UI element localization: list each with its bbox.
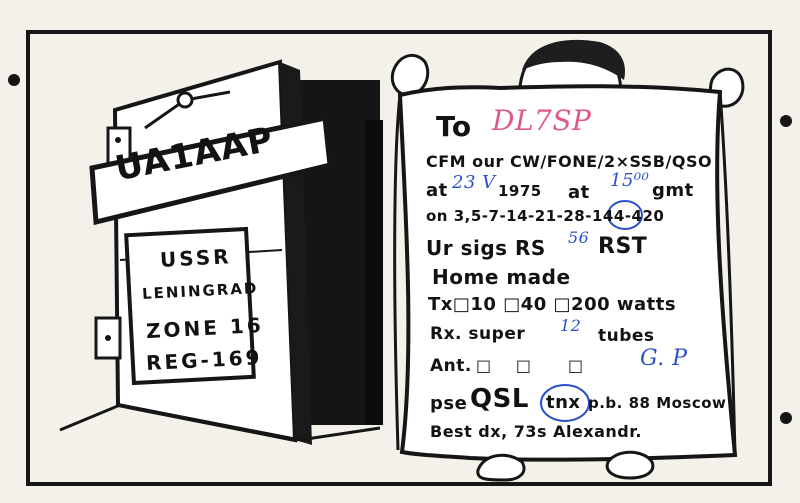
border-hole-right-bottom bbox=[780, 412, 792, 424]
left-foot bbox=[476, 453, 526, 482]
band-circle bbox=[607, 200, 643, 230]
tnx-label: tnx bbox=[546, 392, 581, 413]
to-label: To bbox=[436, 110, 472, 143]
ant-value: G. P bbox=[640, 346, 688, 371]
door-sign-country: USSR bbox=[159, 244, 233, 272]
callsign-board bbox=[89, 114, 333, 226]
rx-tubes: tubes bbox=[598, 326, 655, 346]
confirm-line: CFM our CW/FONE/2×SSB/QSO bbox=[426, 152, 713, 171]
home-made-label: Home made bbox=[432, 265, 571, 289]
year-value: 1975 bbox=[498, 182, 542, 200]
tnx-circle bbox=[540, 384, 590, 422]
rst-label: RST bbox=[598, 234, 648, 259]
via-address: p.b. 88 Moscow bbox=[588, 394, 727, 412]
date-value: 23 V bbox=[452, 172, 496, 193]
border-hole-right-top bbox=[780, 115, 792, 127]
time-value: 15⁰⁰ bbox=[610, 170, 650, 191]
best-regards: Best dx, 73s Alexandr. bbox=[430, 422, 642, 441]
border-hole-left bbox=[8, 74, 20, 86]
sigs-label: Ur sigs RS bbox=[426, 236, 546, 260]
qsl-label: QSL bbox=[470, 384, 529, 414]
ant-label: Ant. bbox=[430, 356, 472, 376]
bands-line: on 3,5-7-14-21-28-144-420 bbox=[426, 207, 665, 225]
at-date-label: at bbox=[426, 180, 448, 201]
gmt-label: gmt bbox=[652, 180, 694, 201]
right-foot bbox=[605, 450, 655, 480]
door-plate bbox=[124, 226, 256, 386]
ant-checkboxes: □ □ □ bbox=[476, 356, 584, 375]
pse-label: pse bbox=[430, 393, 468, 414]
to-callsign: DL7SP bbox=[492, 104, 592, 137]
tx-line: Tx□10 □40 □200 watts bbox=[428, 294, 677, 315]
card-border bbox=[26, 30, 772, 486]
rx-value: 12 bbox=[560, 316, 582, 335]
sigs-value: 56 bbox=[568, 228, 590, 247]
left-hand bbox=[390, 53, 430, 97]
rx-label: Rx. super bbox=[430, 324, 526, 344]
at-time-label: at bbox=[568, 182, 590, 203]
